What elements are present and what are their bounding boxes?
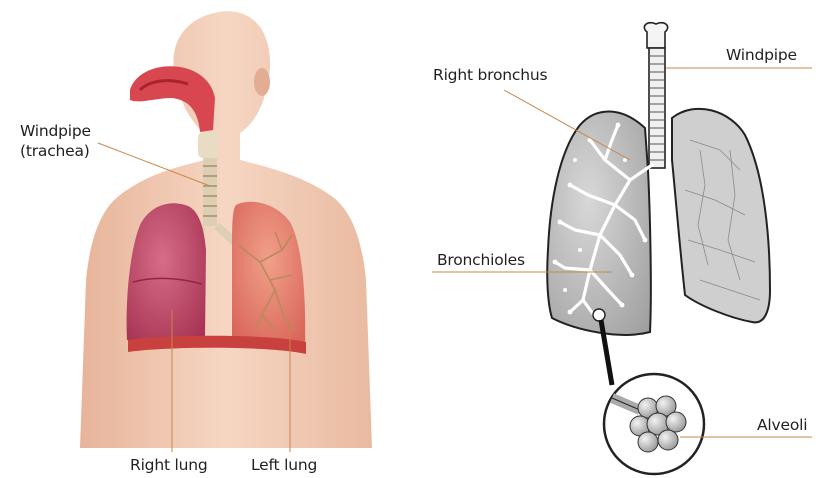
diagram-trachea: [644, 23, 667, 168]
label-alveoli: Alveoli: [757, 416, 807, 435]
label-bronchioles: Bronchioles: [437, 251, 525, 270]
label-windpipe: Windpipe: [726, 46, 797, 65]
label-right-bronchus: Right bronchus: [433, 66, 547, 85]
diagram-left-lung: [672, 109, 770, 323]
magnified-spot: [593, 309, 605, 321]
label-windpipe-trachea-line2: (trachea): [20, 142, 90, 161]
alveoli-magnifier: [604, 374, 704, 474]
label-left-lung: Left lung: [251, 456, 317, 475]
label-right-lung: Right lung: [130, 456, 208, 475]
label-windpipe-trachea-line1: Windpipe: [20, 122, 91, 141]
